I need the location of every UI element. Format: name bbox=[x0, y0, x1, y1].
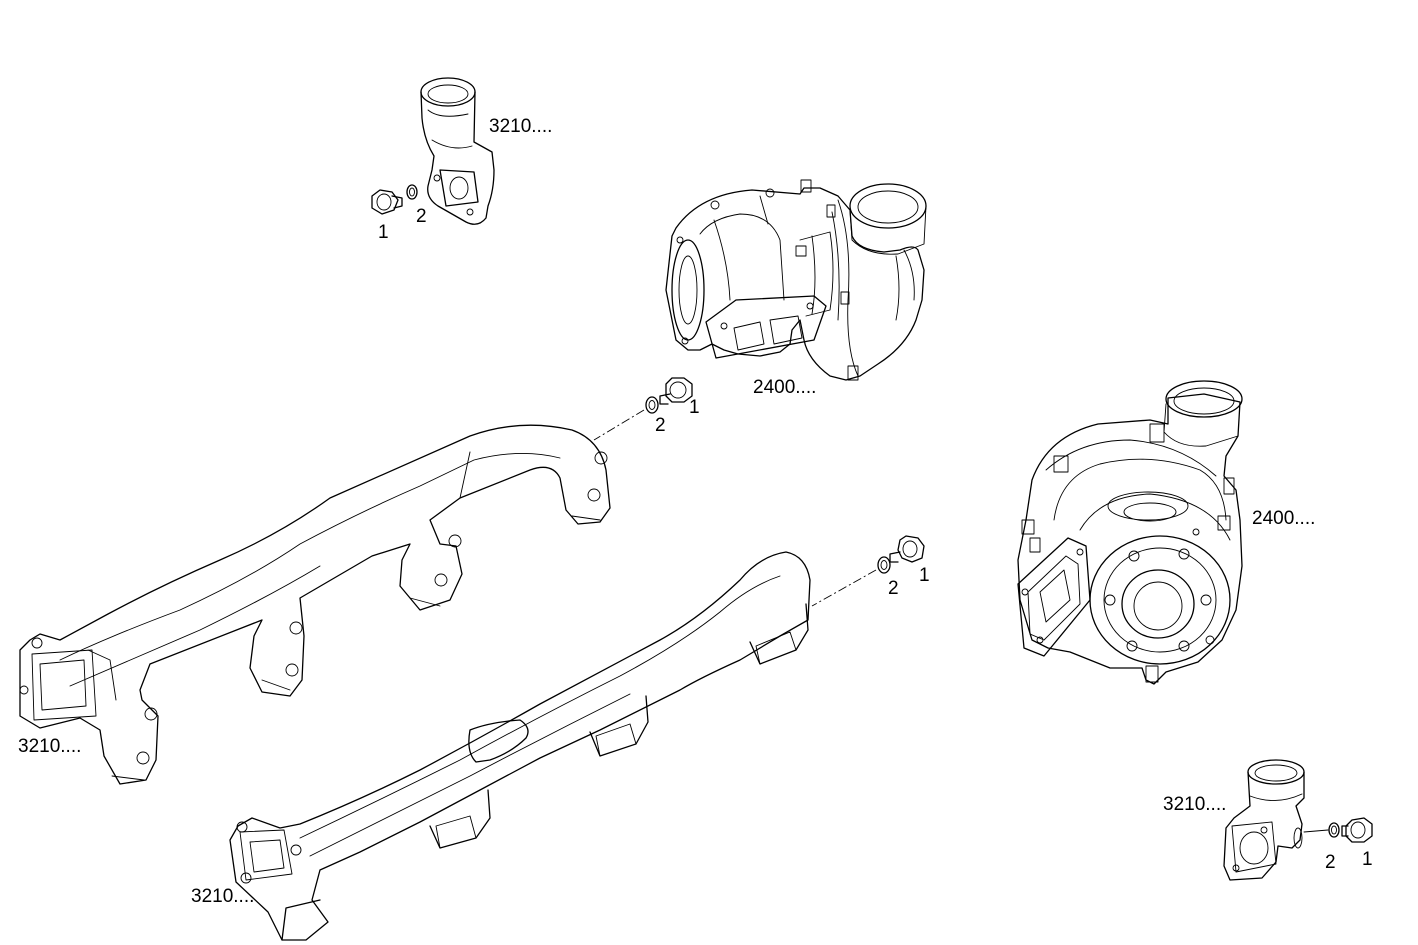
label-part-2400-upper-turbo: 2400.... bbox=[753, 377, 817, 398]
plug-screw-right-manifold bbox=[889, 535, 925, 563]
label-part-3210-elbow-top: 3210.... bbox=[489, 116, 553, 137]
label-item-2-center: 2 bbox=[655, 415, 666, 436]
seal-ring-top-left bbox=[406, 184, 418, 200]
label-item-1-center: 1 bbox=[689, 397, 700, 418]
seal-ring-center bbox=[645, 396, 659, 414]
label-part-3210-lower-manifold: 3210.... bbox=[191, 886, 255, 907]
elbow-pipe-bottom bbox=[1223, 759, 1305, 881]
plug-screw-bottom-right bbox=[1341, 817, 1373, 843]
label-part-3210-upper-manifold: 3210.... bbox=[18, 736, 82, 757]
label-part-3210-elbow-bottom: 3210.... bbox=[1163, 794, 1227, 815]
label-item-2-top-left: 2 bbox=[416, 206, 427, 227]
exhaust-manifold-upper bbox=[19, 424, 611, 785]
label-item-1-bottom-right: 1 bbox=[1362, 849, 1373, 870]
label-item-2-right-manifold: 2 bbox=[888, 578, 899, 599]
label-item-2-bottom-right: 2 bbox=[1325, 852, 1336, 873]
seal-ring-right-manifold bbox=[877, 556, 891, 574]
exhaust-manifold-lower bbox=[229, 551, 811, 941]
label-part-2400-right-turbo: 2400.... bbox=[1252, 508, 1316, 529]
elbow-pipe-top bbox=[420, 77, 495, 225]
label-item-1-right-manifold: 1 bbox=[919, 565, 930, 586]
turbocharger-right bbox=[1017, 380, 1243, 685]
seal-ring-bottom-right bbox=[1328, 822, 1340, 838]
label-item-1-top-left: 1 bbox=[378, 222, 389, 243]
plug-screw-top-left bbox=[371, 189, 403, 215]
turbocharger-upper bbox=[665, 179, 927, 381]
plug-screw-center bbox=[659, 377, 693, 405]
